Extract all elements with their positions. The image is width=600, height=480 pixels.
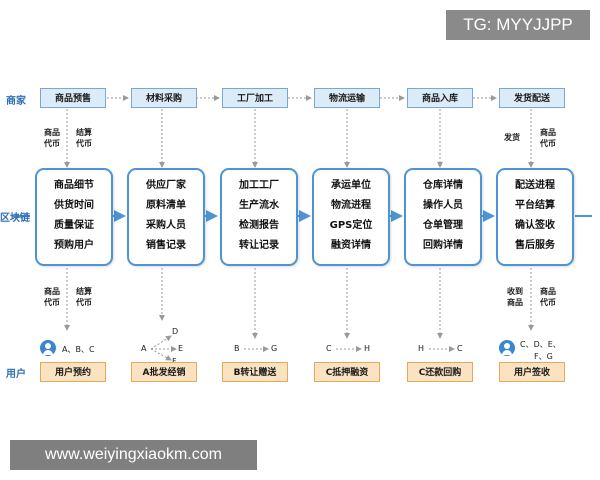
user5-to: C (457, 344, 463, 353)
chain-item: 转让记录 (239, 240, 279, 251)
user-step-wholesale: A批发经销 (131, 362, 197, 382)
lower-last-right-label: 商品代币 (540, 287, 556, 307)
user4-to: H (364, 344, 371, 353)
user5-from: H (418, 344, 425, 353)
user6-letters-line2: F、G (534, 352, 553, 361)
chain-item: 供应厂家 (146, 180, 186, 191)
chain-item: 融资详情 (331, 240, 371, 251)
user-avatar-icon (40, 340, 56, 356)
chain-item: 仓库详情 (423, 180, 463, 191)
chain-item: 回购详情 (423, 240, 463, 251)
chain-block-logistics: 承运单位 物流进程 GPS定位 融资详情 (312, 168, 390, 266)
chain-block-factory: 加工工厂 生产流水 检测报告 转让记录 (220, 168, 298, 266)
lower-last-left-label: 收到商品 (507, 287, 523, 307)
lower-right-label: 结算代币 (76, 287, 92, 307)
lower-left-label: 商品代币 (44, 287, 60, 307)
user2-letter-a: A (141, 344, 147, 353)
chain-item: 售后服务 (515, 240, 555, 251)
user-step-mortgage: C抵押融资 (314, 362, 380, 382)
user3-from: B (234, 344, 240, 353)
chain-item: 供货时间 (54, 200, 94, 211)
chain-item: 检测报告 (239, 220, 279, 231)
chain-item: 加工工厂 (239, 180, 279, 191)
user-step-repurchase: C还款回购 (407, 362, 473, 382)
chain-item: 物流进程 (331, 200, 371, 211)
chain-item: GPS定位 (329, 220, 373, 231)
chain-item: 承运单位 (331, 180, 371, 191)
chain-item: 生产流水 (239, 200, 279, 211)
row-label-merchant: 商家 (6, 96, 26, 107)
user4-from: C (326, 344, 332, 353)
row-label-user: 用户 (6, 369, 26, 380)
user2-letter-d: D (172, 327, 179, 336)
chain-item: 仓单管理 (423, 220, 463, 231)
user-avatar-icon (499, 340, 515, 356)
chain-item: 确认签收 (515, 220, 555, 231)
user3-to: G (271, 344, 278, 353)
merchant-step-logistics: 物流运输 (314, 88, 380, 108)
merchant-step-presale: 商品预售 (40, 88, 106, 108)
chain-item: 预购用户 (54, 240, 94, 251)
watermark-tg: TG: MYYJJPP (446, 10, 590, 40)
merchant-step-warehousing: 商品入库 (407, 88, 473, 108)
chain-item: 质量保证 (54, 220, 94, 231)
user1-letters: A、B、C (62, 345, 95, 354)
upper-right-label: 结算代币 (76, 128, 92, 148)
chain-item: 采购人员 (146, 220, 186, 231)
watermark-url: www.weiyingxiaokm.com (10, 440, 257, 470)
upper-left-label: 商品代币 (44, 128, 60, 148)
user2-letter-f: F (172, 357, 177, 366)
upper-last-left-label: 发货 (504, 133, 520, 142)
upper-last-right-label: 商品代币 (540, 128, 556, 148)
chain-block-supply: 供应厂家 原料清单 采购人员 销售记录 (127, 168, 205, 266)
user-step-signoff: 用户签收 (499, 362, 565, 382)
row-label-blockchain: 区块链 (0, 213, 30, 224)
user2-letter-e: E (178, 344, 184, 353)
chain-block-product: 商品细节 供货时间 质量保证 预购用户 (35, 168, 113, 266)
chain-item: 原料清单 (146, 200, 186, 211)
user-step-reserve: 用户预约 (40, 362, 106, 382)
user6-letters-line1: C、D、E、 (520, 340, 561, 349)
chain-item: 操作人员 (423, 200, 463, 211)
merchant-step-purchase: 材料采购 (131, 88, 197, 108)
chain-item: 销售记录 (146, 240, 186, 251)
user-step-transfer: B转让赠送 (222, 362, 288, 382)
merchant-step-delivery: 发货配送 (499, 88, 565, 108)
chain-item: 平台结算 (515, 200, 555, 211)
chain-block-delivery: 配送进程 平台结算 确认签收 售后服务 (496, 168, 574, 266)
merchant-step-processing: 工厂加工 (222, 88, 288, 108)
chain-item: 商品细节 (54, 180, 94, 191)
chain-item: 配送进程 (515, 180, 555, 191)
chain-block-warehouse: 仓库详情 操作人员 仓单管理 回购详情 (404, 168, 482, 266)
